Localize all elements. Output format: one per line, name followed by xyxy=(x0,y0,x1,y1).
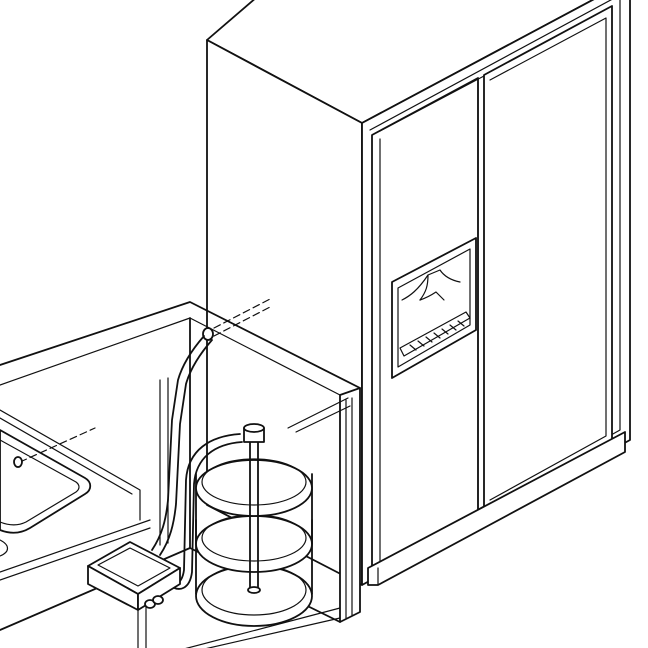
cabinet-right-panel xyxy=(339,387,361,623)
refrigerator xyxy=(206,0,631,586)
fridge-right-door xyxy=(483,5,613,513)
cabinet-top-edge xyxy=(0,301,361,389)
pump-unit xyxy=(87,541,181,611)
wall-inlet xyxy=(202,327,214,341)
filter-cap xyxy=(243,423,265,594)
water-pipe xyxy=(13,297,273,590)
fridge-base xyxy=(367,431,626,586)
filter-housing-tank xyxy=(195,423,313,627)
water-dispenser xyxy=(391,237,477,379)
drip-tray xyxy=(399,311,471,357)
kitchen-sink xyxy=(0,429,92,557)
